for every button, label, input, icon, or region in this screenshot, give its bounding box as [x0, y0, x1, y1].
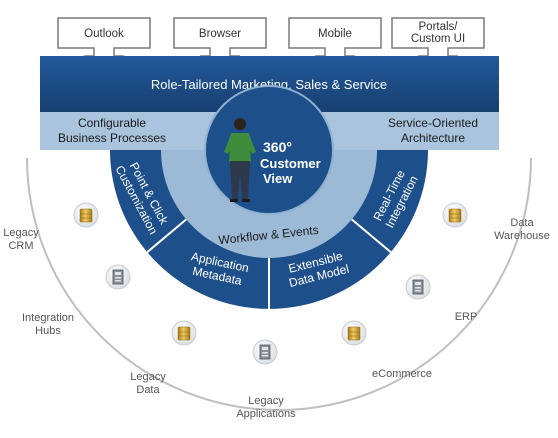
right-panel-line1: Service-Oriented — [388, 116, 478, 130]
system-label-line: Integration — [22, 312, 74, 324]
system-label-line: Legacy — [248, 395, 284, 407]
right-panel-line2: Architecture — [401, 131, 465, 145]
system-label-line: eCommerce — [372, 368, 432, 380]
coins-icon — [171, 320, 197, 346]
left-panel-line1: Configurable — [78, 116, 146, 130]
callout-label: Outlook — [84, 28, 124, 40]
center-degree: 360° — [263, 139, 292, 155]
customer-person-icon — [224, 118, 256, 202]
system-label-line: Legacy — [130, 371, 166, 383]
system-label-line: Data — [510, 217, 534, 229]
coins-icon — [73, 202, 99, 228]
server-icon — [105, 264, 131, 290]
channel-callouts: Outlook Browser Mobile Portals/Custom UI — [57, 17, 485, 69]
center-line2: View — [263, 171, 293, 186]
segment-divider — [351, 218, 392, 253]
banner-title: Role-Tailored Marketing, Sales & Service — [151, 77, 387, 92]
segment-dividers — [146, 218, 392, 309]
system-label-ecommerce: eCommerce — [372, 368, 432, 380]
center-line1: Customer — [260, 156, 321, 171]
system-label-line: Applications — [236, 408, 296, 420]
system-label-line: Legacy — [3, 227, 39, 239]
left-panel-line2: Business Processes — [58, 131, 166, 145]
segment-divider — [146, 218, 187, 253]
system-label-line: ERP — [455, 311, 478, 323]
coins-icon — [442, 202, 468, 228]
callout-label: Mobile — [318, 28, 352, 40]
server-icon — [405, 274, 431, 300]
coins-icon — [341, 320, 367, 346]
center-circle-rim — [204, 85, 334, 215]
callout-label: Browser — [199, 28, 241, 40]
system-label-line: Data — [136, 384, 160, 396]
system-label-erp: ERP — [455, 311, 478, 323]
system-label-line: CRM — [8, 240, 33, 252]
system-label-line: Hubs — [35, 325, 61, 337]
outer-arc — [26, 157, 532, 411]
callout-label: Portals/ — [419, 21, 459, 33]
system-icons — [73, 202, 468, 365]
server-icon — [252, 339, 278, 365]
callout-label: Custom UI — [411, 33, 465, 45]
outer-system-labels: LegacyCRMIntegrationHubsLegacyDataLegacy… — [3, 217, 550, 420]
system-label-line: Warehouse — [494, 230, 550, 242]
